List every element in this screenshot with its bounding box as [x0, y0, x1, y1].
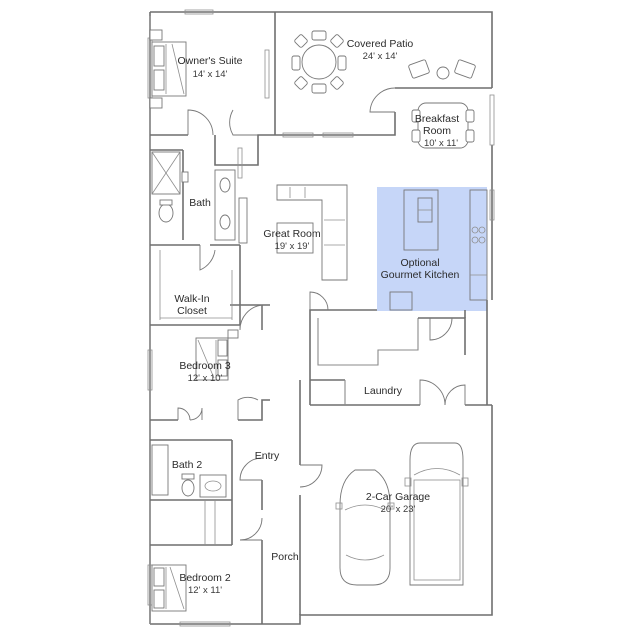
closet-shelves [159, 250, 233, 320]
room-labels: Owner's Suite 14' x 14' Covered Patio 24… [172, 38, 460, 596]
porch-name: Porch [271, 551, 299, 563]
walk-in-closet-name-1: Walk-In [174, 293, 209, 305]
bedroom2-size: 12' x 11' [188, 585, 222, 596]
bedroom3-name: Bedroom 3 [179, 360, 231, 372]
patio-furniture [291, 30, 476, 94]
covered-patio-name: Covered Patio [347, 38, 414, 50]
kitchen-name-1: Optional [400, 257, 439, 269]
bed-owners [149, 29, 187, 109]
bed-bedroom3 [195, 329, 239, 381]
bed-bedroom2 [151, 564, 187, 612]
bath2-fixtures [151, 444, 227, 545]
sectional-sofa [238, 184, 348, 281]
interior-walls [150, 12, 492, 624]
bath-fixtures [151, 151, 236, 241]
breakfast-room-size: 10' x 11' [424, 138, 458, 149]
garage-cars [335, 442, 469, 586]
owners-suite-size: 14' x 14' [193, 69, 228, 80]
garage-name: 2-Car Garage [366, 491, 430, 503]
bath2-name: Bath 2 [172, 459, 203, 471]
breakfast-room-name-2: Room [423, 125, 451, 137]
laundry-name: Laundry [364, 385, 403, 397]
doors [177, 87, 466, 541]
walk-in-closet-name-2: Closet [177, 305, 207, 317]
kitchen-name-2: Gourmet Kitchen [381, 269, 460, 281]
great-room-name: Great Room [263, 228, 320, 240]
kitchen-fixtures [389, 189, 488, 311]
breakfast-room-name-1: Breakfast [415, 113, 459, 125]
entry-name: Entry [255, 450, 280, 462]
bedroom2-name: Bedroom 2 [179, 572, 231, 584]
owners-suite-name: Owner's Suite [177, 55, 242, 67]
bedroom3-size: 12' x 10' [188, 373, 223, 384]
garage-size: 20' x 23' [381, 504, 416, 515]
covered-patio-size: 24' x 14' [363, 51, 398, 62]
bath-name: Bath [189, 197, 211, 209]
breakfast-table [411, 102, 475, 149]
great-room-size: 19' x 19' [275, 241, 310, 252]
